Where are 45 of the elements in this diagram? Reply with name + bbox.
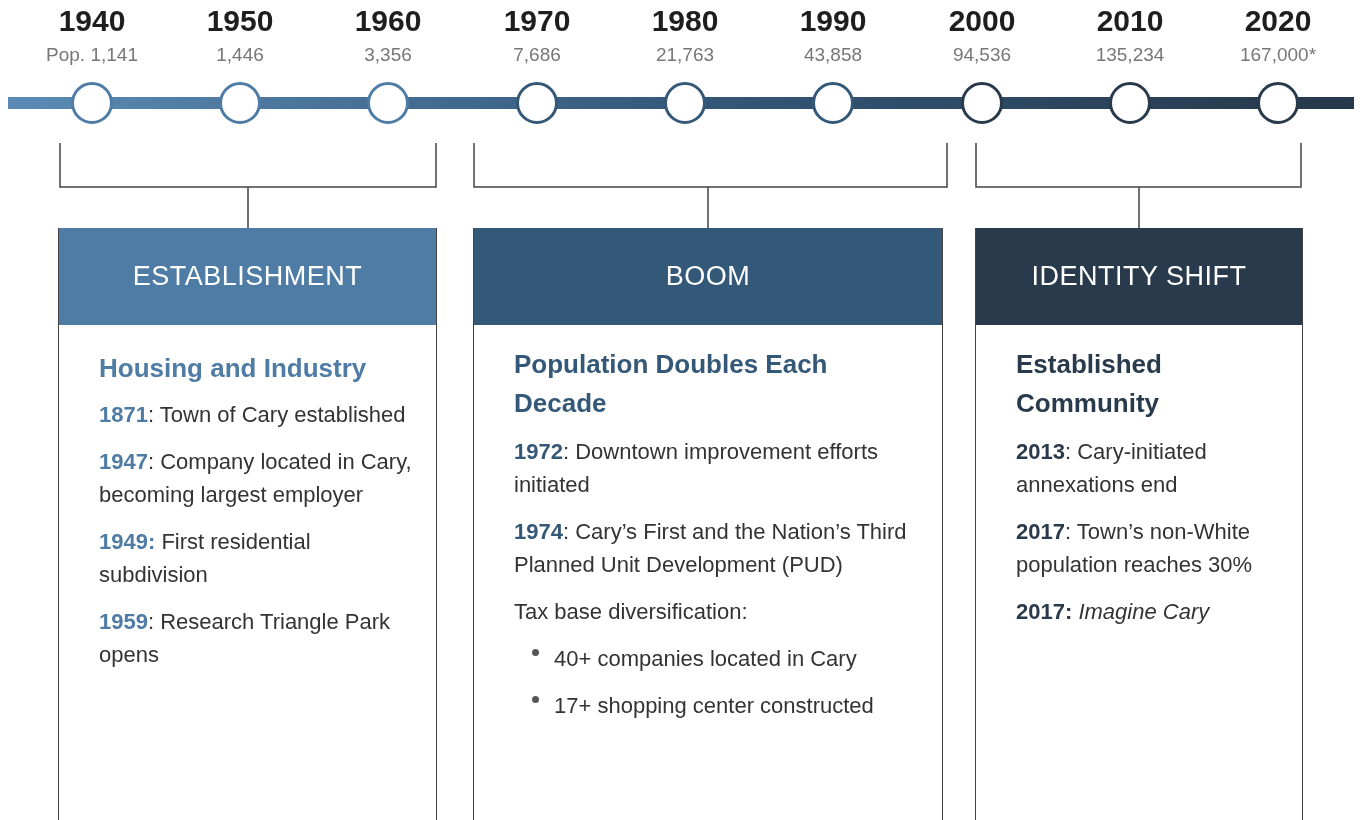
- year-label: 1970: [502, 4, 572, 38]
- timeline-marker: [812, 82, 854, 124]
- event-text: 1947: Company located in Cary, becoming largest employer: [99, 448, 413, 509]
- year-label: 1940: [57, 4, 127, 38]
- population-label: 7,686: [512, 44, 562, 66]
- population-label: 1,446: [215, 44, 265, 66]
- event-text: 1974: Cary’s First and the Nation’s Third Planned Unit Development (PUD): [514, 518, 908, 579]
- year-label: 1960: [353, 4, 423, 38]
- timeline-marker: [1257, 82, 1299, 124]
- population-label: 167,000*: [1238, 44, 1318, 66]
- timeline-marker: [71, 82, 113, 124]
- bullet-item: 17+ shopping center constructed: [554, 692, 875, 720]
- section-heading: Housing and Industry: [99, 352, 368, 385]
- phase-header: ESTABLISHMENT: [59, 228, 436, 325]
- population-label: 43,858: [802, 44, 864, 66]
- year-label: 1990: [798, 4, 868, 38]
- bullet-item: 40+ companies located in Cary: [554, 645, 858, 673]
- year-label: 1950: [205, 4, 275, 38]
- timeline-marker: [219, 82, 261, 124]
- timeline-marker: [664, 82, 706, 124]
- event-text: 2013: Cary-initiated annexations end: [1016, 438, 1208, 499]
- section-heading: Population Doubles Each Decade: [514, 348, 829, 420]
- timeline-marker: [516, 82, 558, 124]
- timeline-marker: [961, 82, 1003, 124]
- population-label: Pop. 1,141: [45, 44, 139, 66]
- section-heading: Established Community: [1016, 348, 1163, 420]
- event-text: 2017: Town’s non-White population reaches 30%: [1016, 518, 1254, 579]
- event-text: Tax base diversification:: [514, 598, 749, 626]
- population-label: 3,356: [363, 44, 413, 66]
- year-label: 1980: [650, 4, 720, 38]
- population-label: 135,234: [1094, 44, 1166, 66]
- event-text: 1959: Research Triangle Park opens: [99, 608, 392, 669]
- phase-header: BOOM: [474, 228, 942, 325]
- event-text: 2017: Imagine Cary: [1016, 598, 1211, 626]
- year-label: 2010: [1095, 4, 1165, 38]
- year-label: 2000: [947, 4, 1017, 38]
- timeline-marker: [1109, 82, 1151, 124]
- year-label: 2020: [1243, 4, 1313, 38]
- population-label: 21,763: [654, 44, 716, 66]
- event-text: 1972: Downtown improvement efforts initiated: [514, 438, 879, 499]
- phase-header: IDENTITY SHIFT: [976, 228, 1302, 325]
- event-text: 1871: Town of Cary established: [99, 401, 407, 429]
- timeline-marker: [367, 82, 409, 124]
- event-text: 1949: First residential subdivision: [99, 528, 312, 589]
- population-label: 94,536: [951, 44, 1013, 66]
